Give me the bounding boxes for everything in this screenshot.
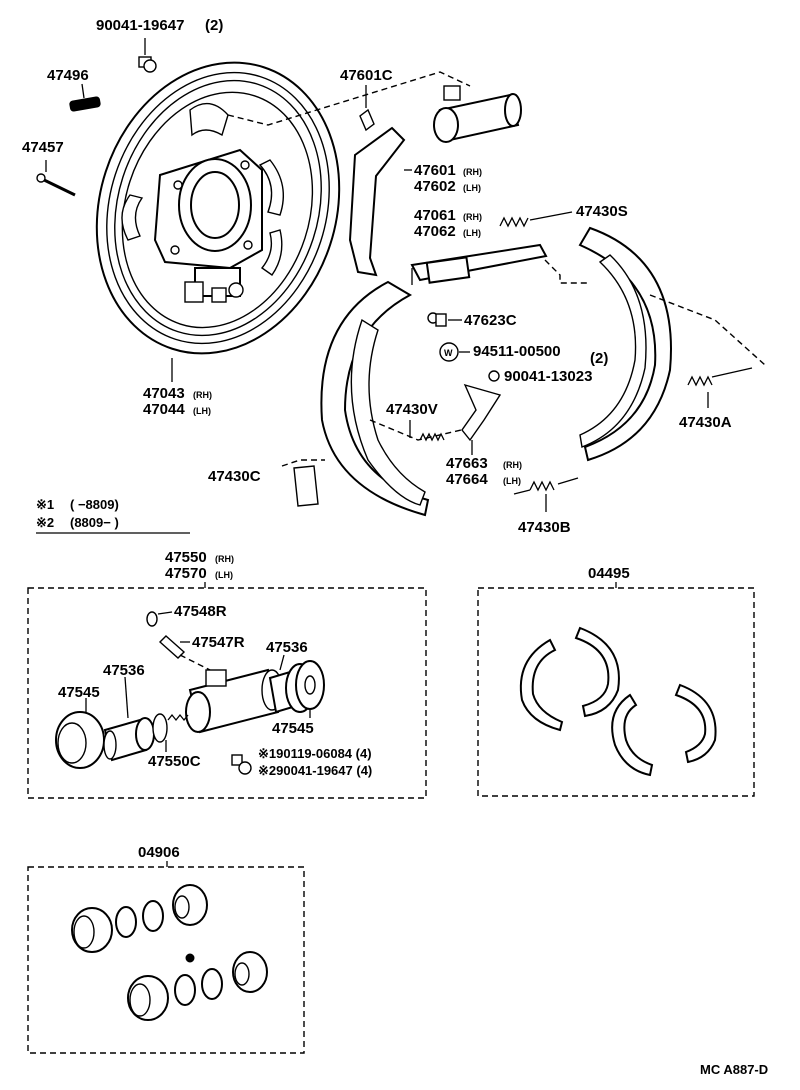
note2-mark: ※2 xyxy=(36,515,54,530)
label-47536-left: 47536 xyxy=(103,662,145,679)
label-47602: 47602 xyxy=(414,178,456,195)
cylinder-kit-icons xyxy=(71,884,268,1021)
clip-47601c-icon xyxy=(359,85,375,132)
washer-icon: W xyxy=(439,342,470,362)
backing-plate xyxy=(95,61,341,355)
label-47061: 47061 xyxy=(414,207,456,224)
brake-shoe-kit-box xyxy=(477,587,755,797)
label-47061-rh: (RH) xyxy=(463,212,482,222)
bolt-top-icon xyxy=(138,38,157,73)
clip-47430c-icon xyxy=(281,459,325,507)
label-47663: 47663 xyxy=(446,455,488,472)
label-47664-lh: (LH) xyxy=(503,476,521,486)
pin-icon xyxy=(36,160,76,197)
label-47430a: 47430A xyxy=(679,414,732,431)
label-47550c: 47550C xyxy=(148,753,201,770)
label-bolt-note2: ※290041-19647 (4) xyxy=(258,763,372,778)
spring-47430a-icon xyxy=(687,367,753,408)
brake-shoe-left xyxy=(320,280,430,517)
label-47044: 47044 xyxy=(143,401,185,418)
cylinder-kit-box xyxy=(27,866,305,1054)
label-47570: 47570 xyxy=(165,565,207,582)
label-47550: 47550 xyxy=(165,549,207,566)
label-47570-lh: (LH) xyxy=(215,570,233,580)
label-47548r: 47548R xyxy=(174,603,227,620)
lever-47601-icon xyxy=(348,126,412,277)
spring-47430v-icon xyxy=(369,419,471,442)
label-bolt-top-qty: (2) xyxy=(205,17,223,34)
label-47043: 47043 xyxy=(143,385,185,402)
label-47430v: 47430V xyxy=(386,401,438,418)
label-47536-right: 47536 xyxy=(266,639,308,656)
label-washer-qty: (2) xyxy=(590,350,608,367)
adjuster-strut-icon xyxy=(410,243,548,285)
label-47602-lh: (LH) xyxy=(463,183,481,193)
label-47430c: 47430C xyxy=(208,468,261,485)
label-47664: 47664 xyxy=(446,471,488,488)
spring-47430b-icon xyxy=(513,477,579,512)
label-bolt-note1: ※190119-06084 (4) xyxy=(258,746,372,761)
label-47043-rh: (RH) xyxy=(193,390,212,400)
label-47062: 47062 xyxy=(414,223,456,240)
label-47044-lh: (LH) xyxy=(193,406,211,416)
label-washer: 94511-00500 xyxy=(473,343,561,360)
bolt-13023-icon xyxy=(488,370,500,382)
mount-bolt-icon xyxy=(231,754,252,775)
label-47545-left: 47545 xyxy=(58,684,100,701)
shoe-kit-icons xyxy=(519,626,717,777)
label-47430b: 47430B xyxy=(518,519,571,536)
note1-mark: ※1 xyxy=(36,497,54,512)
label-47547r: 47547R xyxy=(192,634,245,651)
reference-code: MC A887-D xyxy=(700,1062,768,1077)
label-47663-rh: (RH) xyxy=(503,460,522,470)
piston-left-icon xyxy=(55,676,189,769)
applicability-notes: ※1 ( −8809) ※2 (8809− ) xyxy=(36,497,190,534)
plate-47663-icon xyxy=(461,383,502,455)
label-bolt-top: 90041-19647 xyxy=(96,17,184,34)
note2-range: (8809− ) xyxy=(70,515,119,530)
label-47601-rh: (RH) xyxy=(463,167,482,177)
wheel-cylinder-kit-box xyxy=(27,587,427,799)
brake-shoe-right xyxy=(578,226,672,462)
label-47601c: 47601C xyxy=(340,67,393,84)
label-47601: 47601 xyxy=(414,162,456,179)
piston-right-icon xyxy=(268,654,325,718)
label-47545-right: 47545 xyxy=(272,720,314,737)
bleeder-plug-icon xyxy=(158,635,190,659)
label-47550-rh: (RH) xyxy=(215,554,234,564)
label-47457: 47457 xyxy=(22,139,64,156)
label-47496: 47496 xyxy=(47,67,89,84)
washer-icon-mark: W xyxy=(444,348,453,358)
bleeder-cap-icon xyxy=(146,611,173,627)
label-kit-04495: 04495 xyxy=(588,565,630,582)
plug-icon xyxy=(69,83,101,112)
note1-range: ( −8809) xyxy=(70,497,119,512)
label-90041-13023: 90041-13023 xyxy=(504,368,592,385)
cylinder-body-icon xyxy=(179,654,283,734)
wheel-cylinder-top-icon xyxy=(433,85,522,143)
label-kit-04906: 04906 xyxy=(138,844,180,861)
pin-47623c-icon xyxy=(427,312,462,327)
label-47623c: 47623C xyxy=(464,312,517,329)
spring-47430s-icon xyxy=(499,211,573,228)
label-47430s: 47430S xyxy=(576,203,628,220)
label-47062-lh: (LH) xyxy=(463,228,481,238)
